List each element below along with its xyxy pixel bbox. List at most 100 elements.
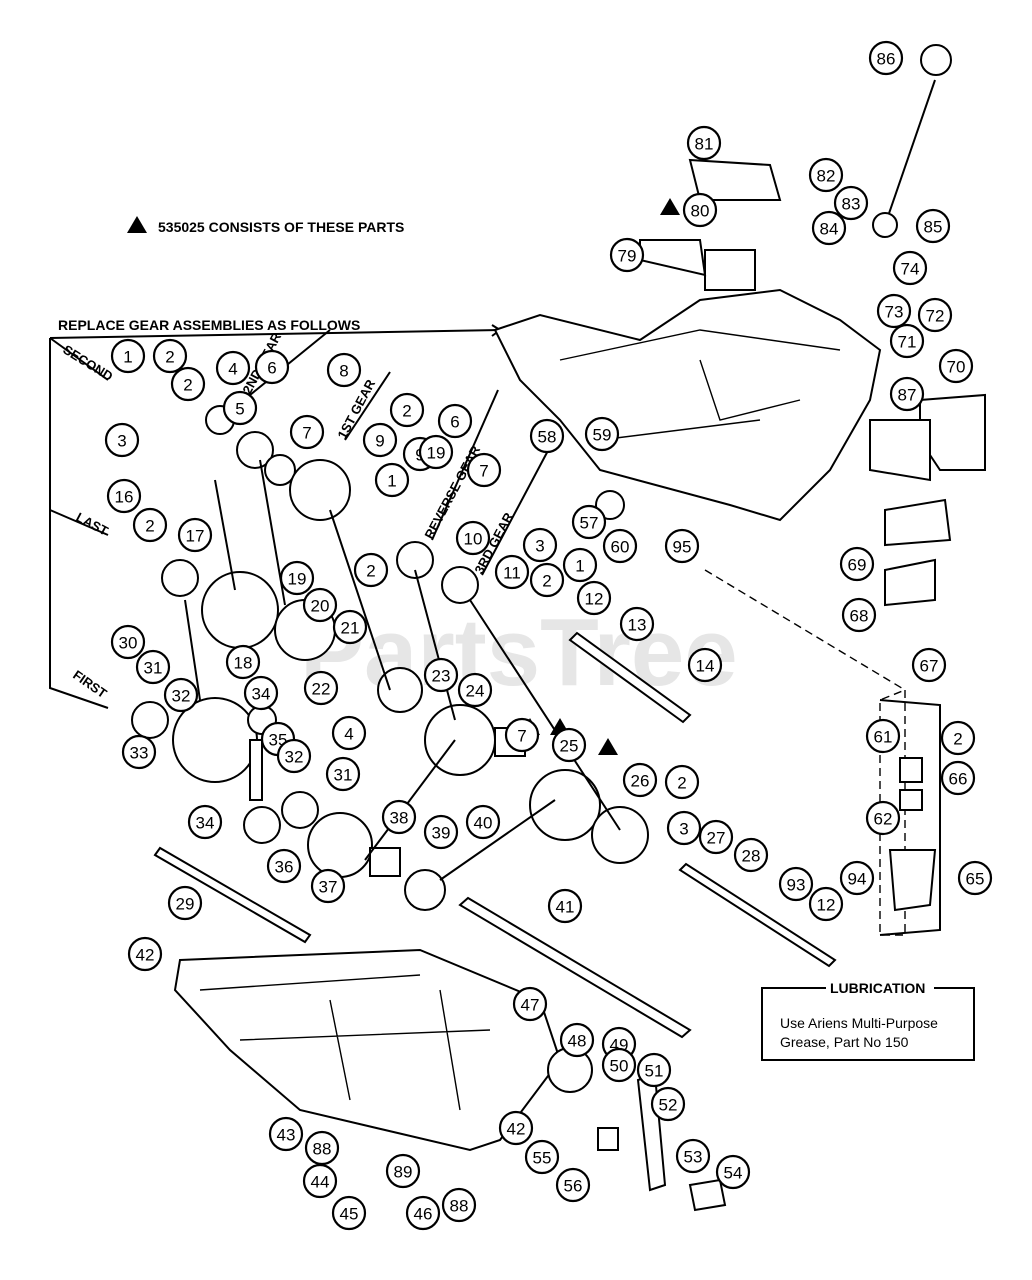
callout-circle <box>110 338 146 374</box>
callout-circle <box>686 125 722 161</box>
bevel-34b <box>243 806 281 844</box>
callout-circle <box>326 352 362 388</box>
callout-88: 88 <box>304 1130 340 1166</box>
callout-2: 2 <box>940 720 976 756</box>
callout-circle <box>682 192 718 228</box>
callout-circle <box>418 434 454 470</box>
callout-57: 57 <box>571 504 607 540</box>
lubrication-box <box>761 987 975 1061</box>
callout-number: 50 <box>610 1057 629 1076</box>
callout-83: 83 <box>833 185 869 221</box>
callout-32: 32 <box>163 677 199 713</box>
callout-number: 34 <box>252 685 271 704</box>
callout-61: 61 <box>865 718 901 754</box>
callout-36: 36 <box>266 848 302 884</box>
callout-3: 3 <box>104 422 140 458</box>
callout-circle <box>389 392 425 428</box>
callout-number: 5 <box>235 400 244 419</box>
shaft-35 <box>249 739 263 801</box>
callout-circle <box>374 462 410 498</box>
callout-circle <box>353 552 389 588</box>
callout-circle <box>619 606 655 642</box>
callout-39: 39 <box>423 814 459 850</box>
callout-58: 58 <box>529 418 565 454</box>
gear-8 <box>289 459 351 521</box>
callout-number: 12 <box>585 590 604 609</box>
callout-number: 19 <box>288 570 307 589</box>
callout-circle <box>423 657 459 693</box>
bracket-87 <box>869 419 931 482</box>
callout-2: 2 <box>353 552 389 588</box>
callout-34: 34 <box>243 675 279 711</box>
callout-number: 41 <box>556 898 575 917</box>
callout-circle <box>279 560 315 596</box>
callout-circle <box>687 647 723 683</box>
callout-circle <box>437 403 473 439</box>
callout-number: 73 <box>885 303 904 322</box>
callout-number: 88 <box>313 1140 332 1159</box>
callout-circle <box>622 762 658 798</box>
callout-circle <box>940 760 976 796</box>
callout-89: 89 <box>385 1153 421 1189</box>
callout-6: 6 <box>437 403 473 439</box>
callout-circle <box>576 580 612 616</box>
callout-95: 95 <box>664 528 700 564</box>
callout-number: 11 <box>503 564 521 583</box>
kit-triangle-icon <box>127 216 147 233</box>
callout-26: 26 <box>622 762 658 798</box>
callout-number: 2 <box>542 572 551 591</box>
callout-circle <box>170 366 206 402</box>
callout-circle <box>571 504 607 540</box>
last-bracket-line <box>49 509 109 536</box>
callout-circle <box>385 1153 421 1189</box>
callout-number: 82 <box>817 167 836 186</box>
callout-55: 55 <box>524 1139 560 1175</box>
callout-number: 42 <box>136 946 155 965</box>
callout-46: 46 <box>405 1195 441 1231</box>
callout-circle <box>465 804 501 840</box>
callout-number: 95 <box>673 538 692 557</box>
callout-number: 27 <box>707 829 726 848</box>
callout-circle <box>636 1052 672 1088</box>
callout-number: 12 <box>817 896 836 915</box>
shaft-27 <box>678 862 837 968</box>
lower-housing <box>173 948 562 1152</box>
callout-circle <box>104 422 140 458</box>
callout-circle <box>504 717 540 753</box>
callout-number: 1 <box>575 557 584 576</box>
callout-circle <box>331 1195 367 1231</box>
lubrication-title: LUBRICATION <box>830 980 925 996</box>
callout-number: 22 <box>312 680 331 699</box>
callout-20: 20 <box>302 587 338 623</box>
callout-number: 17 <box>186 527 205 546</box>
callout-number: 71 <box>898 333 917 352</box>
callout-number: 69 <box>848 556 867 575</box>
callout-circle <box>332 609 368 645</box>
callout-number: 2 <box>183 376 192 395</box>
callout-32: 32 <box>276 738 312 774</box>
callout-41: 41 <box>547 888 583 924</box>
shift-fork-94 <box>888 849 937 912</box>
callout-circle <box>121 734 157 770</box>
callout-7: 7 <box>504 717 540 753</box>
callout-79: 79 <box>609 237 645 273</box>
callout-84: 84 <box>811 210 847 246</box>
mesh-arrows <box>184 459 621 881</box>
callout-circle <box>132 507 168 543</box>
callout-circle <box>917 297 953 333</box>
callout-number: 36 <box>275 858 294 877</box>
callout-circle <box>152 338 188 374</box>
callout-circle <box>405 1195 441 1231</box>
callout-circle <box>163 677 199 713</box>
callout-number: 39 <box>432 824 451 843</box>
callout-number: 38 <box>390 809 409 828</box>
callout-circle <box>529 418 565 454</box>
callout-number: 93 <box>787 876 806 895</box>
callout-circle <box>304 1130 340 1166</box>
callout-number: 30 <box>119 634 138 653</box>
reverse-leader <box>431 389 499 541</box>
callout-14: 14 <box>687 647 723 683</box>
callout-circle <box>911 647 947 683</box>
callout-65: 65 <box>957 860 993 896</box>
callout-52: 52 <box>650 1086 686 1122</box>
